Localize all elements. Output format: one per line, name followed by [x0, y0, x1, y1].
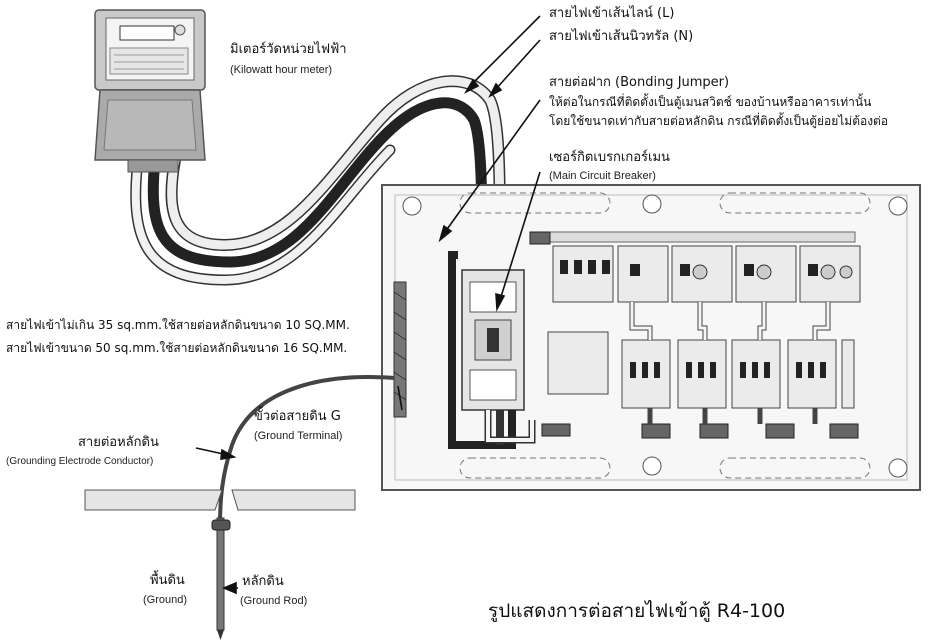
label-spec-35: สายไฟเข้าไม่เกิน 35 sq.mm.ใช้สายต่อหลักด…: [6, 318, 350, 332]
figure-caption: รูปแสดงการต่อสายไฟเข้าตู้ R4-100: [488, 600, 786, 622]
label-main-breaker-en: (Main Circuit Breaker): [549, 170, 656, 182]
label-ground-rod-en: (Ground Rod): [240, 595, 308, 607]
label-meter-en: (Kilowatt hour meter): [230, 64, 333, 76]
label-bonding-jumper: สายต่อฝาก (Bonding Jumper): [549, 75, 730, 90]
panel-board: [381, 184, 921, 491]
label-main-breaker-th: เซอร์กิตเบรกเกอร์เมน: [549, 150, 670, 165]
label-ground-rod-th: หลักดิน: [242, 574, 284, 589]
leader-arrows: [195, 15, 541, 595]
label-bonding-note-2: โดยใช้ขนาดเท่ากับสายต่อหลักดิน กรณีที่ติ…: [549, 114, 889, 128]
label-ground-en: (Ground): [143, 594, 188, 606]
kwh-meter: [94, 9, 206, 173]
label-gec-en: (Grounding Electrode Conductor): [6, 456, 154, 467]
label-bonding-note-1: ให้ต่อในกรณีที่ติดตั้งเป็นตู้เมนสวิตช์ ข…: [549, 95, 872, 109]
label-neutral-wire: สายไฟเข้าเส้นนิวทรัล (N): [549, 29, 694, 44]
label-ground-terminal-th: ขั้วต่อสายดิน G: [254, 409, 341, 424]
label-gec-th: สายต่อหลักดิน: [78, 435, 159, 450]
label-spec-50: สายไฟเข้าขนาด 50 sq.mm.ใช้สายต่อหลักดินข…: [6, 341, 348, 355]
label-ground-th: พื้นดิน: [150, 573, 185, 588]
label-line-wire: สายไฟเข้าเส้นไลน์ (L): [549, 6, 675, 21]
label-ground-terminal-en: (Ground Terminal): [254, 430, 343, 442]
label-meter-th: มิเตอร์วัดหน่วยไฟฟ้า: [230, 42, 347, 57]
grounding-electrode: [84, 375, 395, 640]
